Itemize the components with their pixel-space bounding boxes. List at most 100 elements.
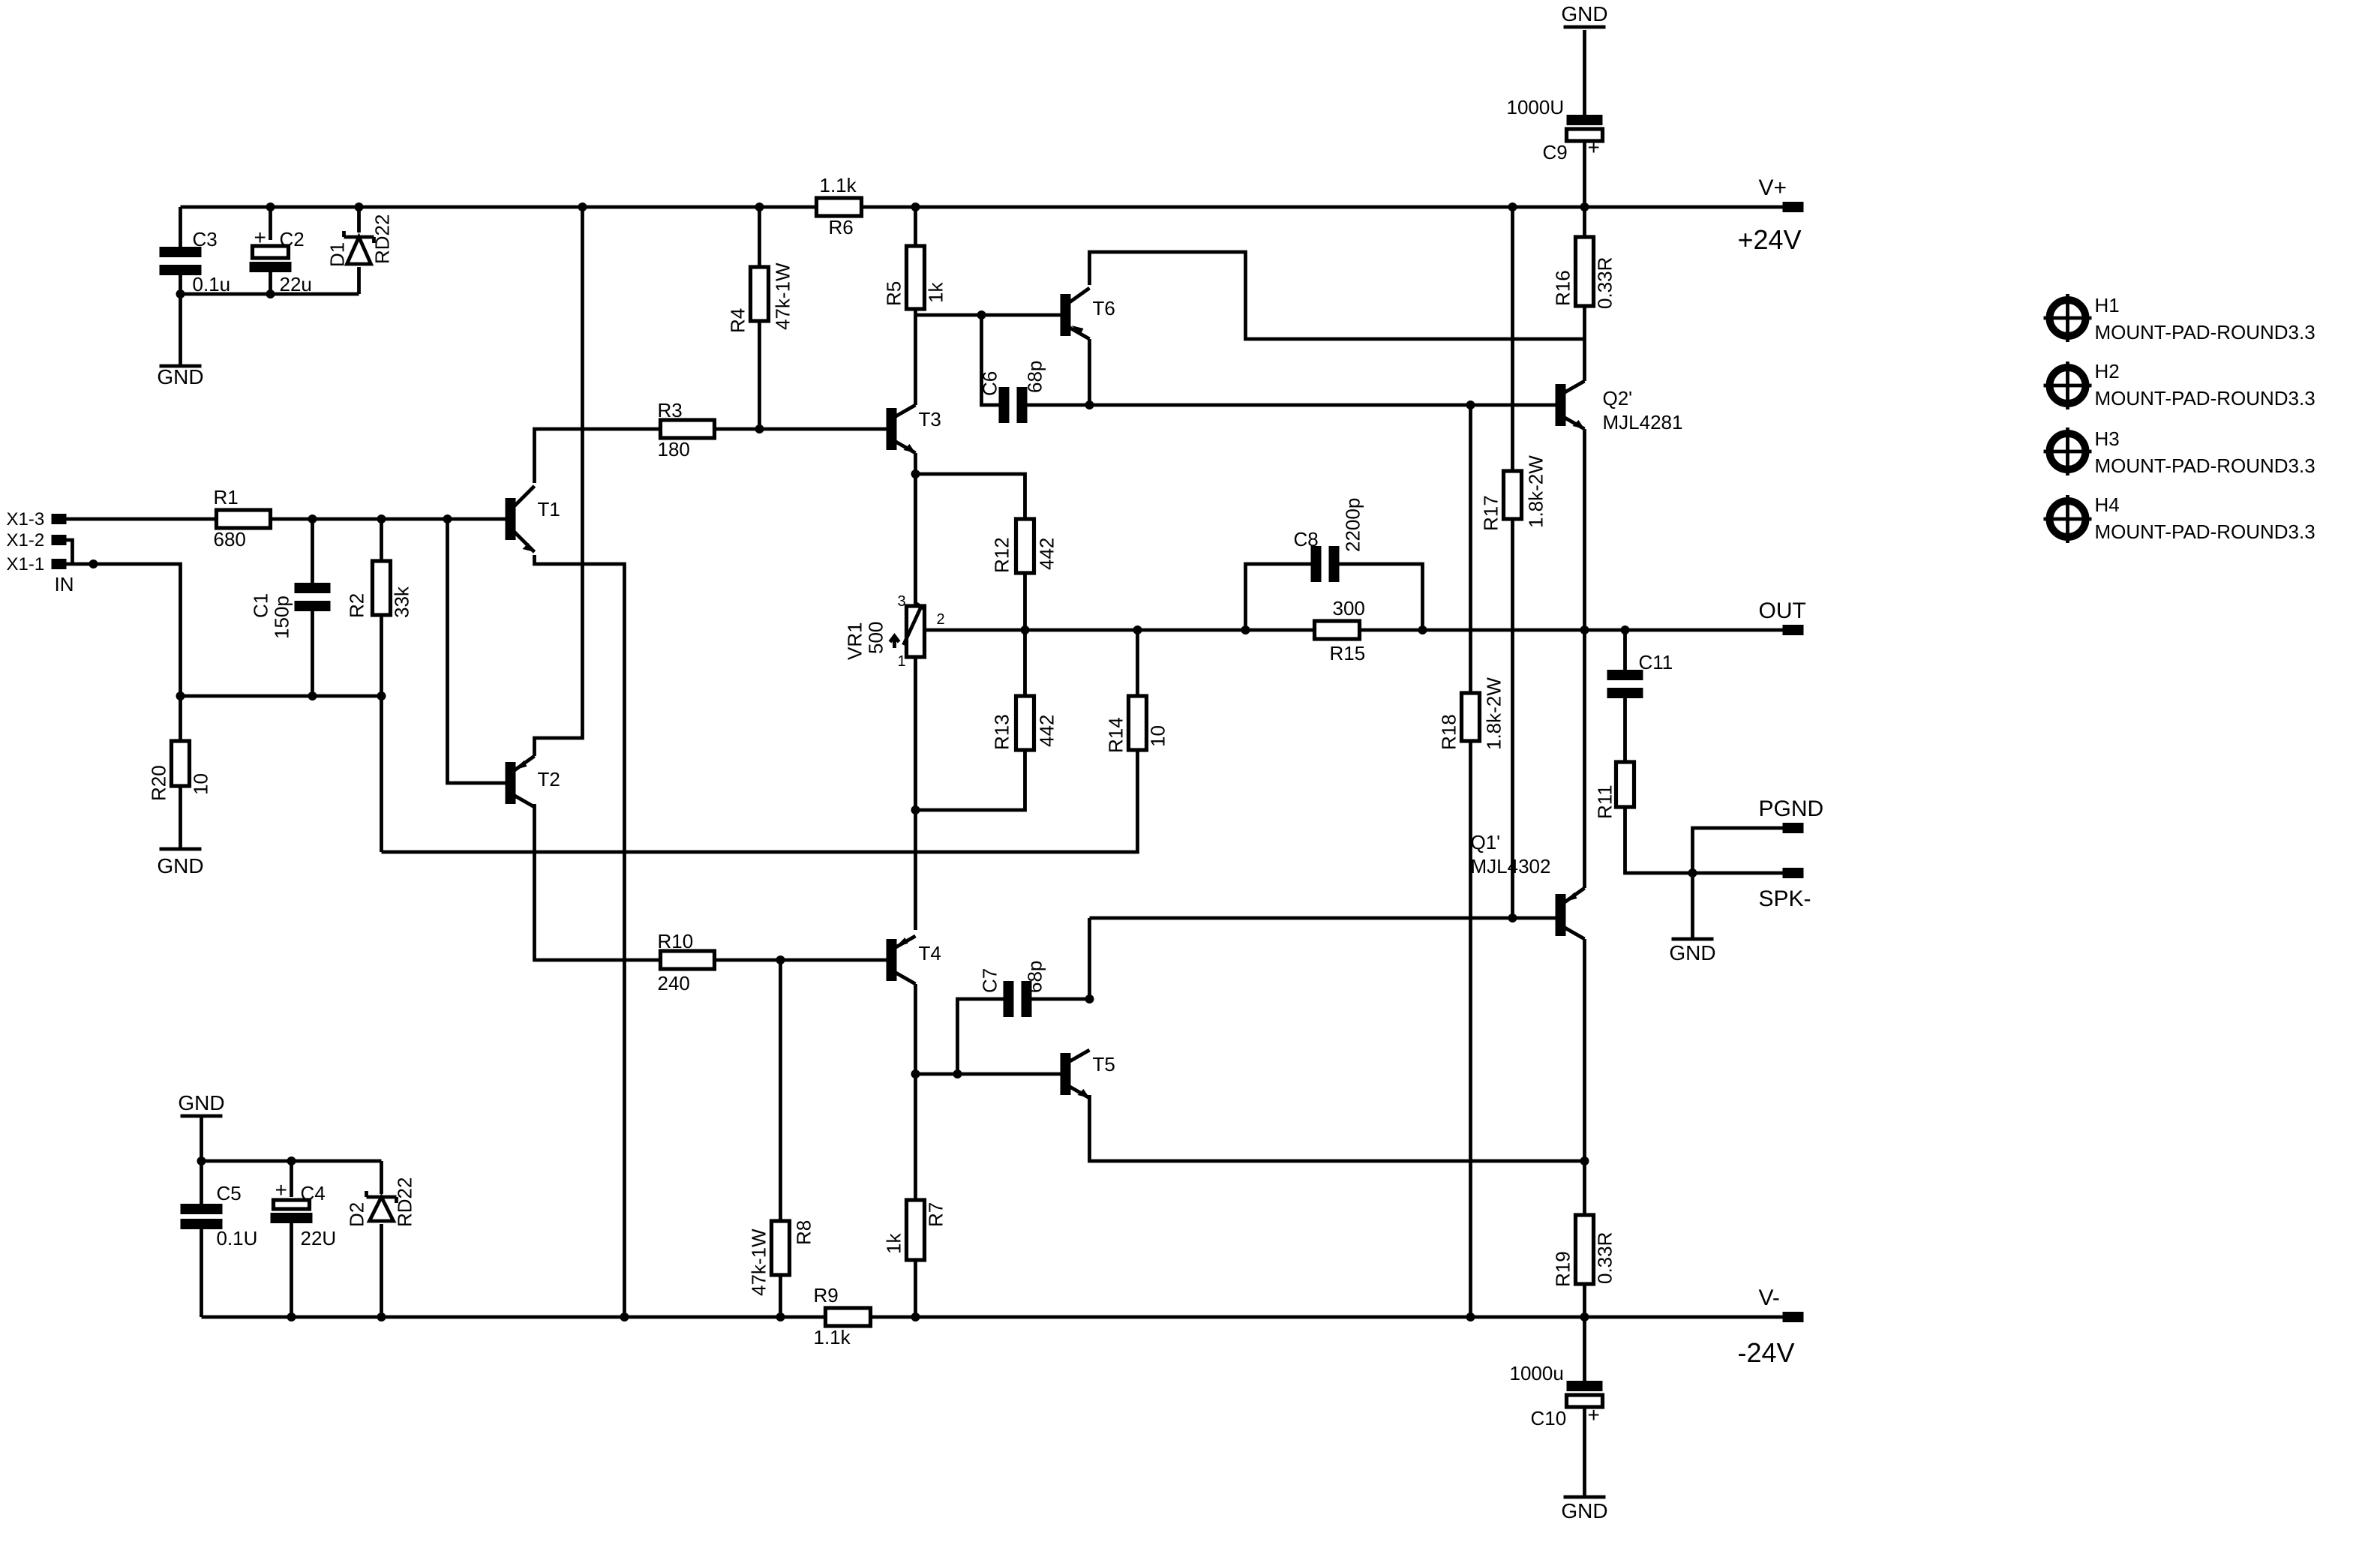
c6-plates <box>998 387 1028 423</box>
capacitors: + + + + <box>159 115 1643 1426</box>
r18-value: 1.8k-2W <box>1483 677 1505 750</box>
r4-body <box>748 265 771 323</box>
h1-value: MOUNT-PAD-ROUND3.3 <box>2095 321 2315 344</box>
r3-value: 180 <box>658 438 690 460</box>
d1-ref: D1 <box>326 242 349 267</box>
r14-ref: R14 <box>1105 717 1127 753</box>
q2-symbol <box>1555 379 1586 431</box>
r6-ref: R6 <box>829 216 854 238</box>
r1-ref: R1 <box>214 486 239 508</box>
r3-ref: R3 <box>658 399 683 422</box>
r2-value: 33k <box>391 586 413 618</box>
r8-body <box>769 1219 792 1277</box>
x12-label: X1-2 <box>7 530 45 550</box>
d1-value: RD22 <box>371 214 394 264</box>
in-label: IN <box>55 573 74 596</box>
connectors <box>51 202 1804 1322</box>
r9-value: 1.1k <box>814 1326 851 1348</box>
gnd-r20-label: GND <box>157 854 203 878</box>
c4-plate <box>271 1198 312 1211</box>
t3-ref: T3 <box>919 408 941 430</box>
r2-ref: R2 <box>346 593 368 618</box>
r10-body <box>658 949 717 971</box>
zener-diodes <box>342 231 398 1223</box>
gnd-bottom-label: GND <box>1561 1499 1607 1522</box>
t2-symbol <box>505 754 536 809</box>
r4-value: 47k-1W <box>772 262 794 330</box>
c6-value: 68p <box>1024 361 1046 393</box>
r5-ref: R5 <box>883 281 905 306</box>
t5-ref: T5 <box>1093 1053 1115 1076</box>
c1-ref: C1 <box>250 593 272 618</box>
v24n-label: -24V <box>1738 1337 1795 1368</box>
vr1-wiper <box>888 602 926 648</box>
c9-value: 1000U <box>1507 96 1565 118</box>
h3-value: MOUNT-PAD-ROUND3.3 <box>2095 454 2315 477</box>
c1-value: 150p <box>271 596 293 639</box>
r1-body <box>214 508 273 530</box>
r15-body <box>1312 619 1362 641</box>
vr1-pin1: 1 <box>898 653 906 670</box>
r7-ref: R7 <box>925 1202 947 1227</box>
c9-plate <box>1564 127 1605 143</box>
h2-ref: H2 <box>2095 360 2120 382</box>
vminus-label: V- <box>1759 1286 1780 1310</box>
c11-ref: C11 <box>1639 651 1673 674</box>
r1-value: 680 <box>214 528 246 550</box>
r9-body <box>823 1306 873 1328</box>
gnd-top-label: GND <box>1561 2 1607 26</box>
q2-ref: Q2' <box>1603 387 1633 410</box>
resistors <box>169 196 1637 1328</box>
c8-ref: C8 <box>1294 528 1319 550</box>
r18-ref: R18 <box>1438 714 1460 750</box>
r10-ref: R10 <box>658 930 694 952</box>
h4-value: MOUNT-PAD-ROUND3.3 <box>2095 520 2315 543</box>
r16-body <box>1573 235 1596 308</box>
d1-symbol <box>342 231 376 266</box>
r12-body <box>1013 517 1037 575</box>
r8-ref: R8 <box>793 1220 815 1245</box>
h4-icon <box>2043 495 2092 543</box>
r13-body <box>1013 694 1037 752</box>
r18-body <box>1459 691 1482 743</box>
h4-ref: H4 <box>2095 494 2120 516</box>
c4-ref: C4 <box>301 1182 326 1204</box>
h3-icon <box>2043 428 2092 476</box>
d2-symbol <box>365 1191 398 1223</box>
r6-value: 1.1k <box>820 174 857 196</box>
c3-ref: C3 <box>193 228 218 250</box>
c8-plates <box>1310 546 1340 582</box>
t5-symbol <box>1060 1048 1091 1100</box>
c7-plates <box>1003 981 1032 1017</box>
c4-plus: + <box>275 1178 287 1202</box>
r19-ref: R19 <box>1552 1251 1574 1287</box>
r14-value: 10 <box>1147 725 1169 747</box>
r17-value: 1.8k-2W <box>1525 455 1547 528</box>
c4-value: 22U <box>301 1227 337 1250</box>
r16-value: 0.33R <box>1594 257 1616 309</box>
vr1-ref: VR1 <box>844 622 866 660</box>
r16-ref: R16 <box>1552 270 1574 306</box>
r8-value: 47k-1W <box>748 1228 770 1296</box>
r13-ref: R13 <box>991 714 1013 750</box>
r15-ref: R15 <box>1330 642 1366 664</box>
r3-body <box>658 418 717 440</box>
c7-ref: C7 <box>979 968 1001 993</box>
c8-value: 2200p <box>1342 498 1364 552</box>
r15-value: 300 <box>1333 597 1365 620</box>
r19-value: 0.33R <box>1594 1232 1616 1284</box>
c5-ref: C5 <box>217 1182 242 1204</box>
vr1-pin2: 2 <box>937 611 945 628</box>
c10-value: 1000u <box>1510 1362 1564 1384</box>
r11-body <box>1613 760 1637 809</box>
gnd-pgnd-label: GND <box>1669 941 1715 964</box>
d2-value: RD22 <box>394 1178 416 1227</box>
c2-value: 22u <box>280 273 312 296</box>
r5-body <box>904 244 927 311</box>
t3-symbol <box>886 403 917 455</box>
h1-icon <box>2043 294 2092 342</box>
r7-body <box>904 1198 927 1262</box>
t6-ref: T6 <box>1093 297 1115 320</box>
r7-value: 1k <box>883 1233 905 1254</box>
